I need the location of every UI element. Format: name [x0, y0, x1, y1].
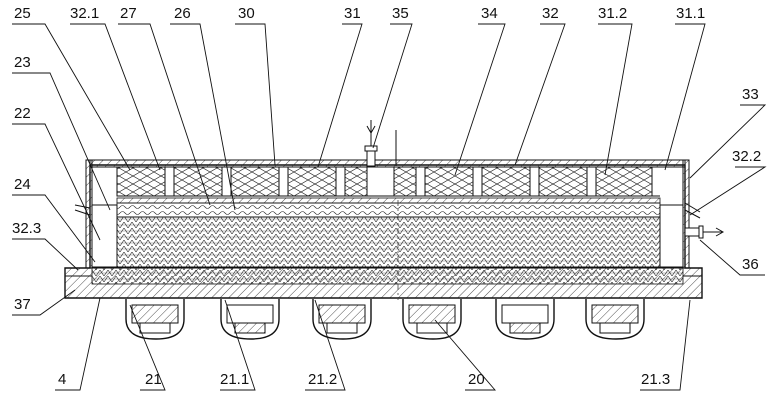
label-31-2: 31.2	[598, 5, 627, 22]
label-21-3: 21.3	[641, 371, 670, 388]
label-36: 36	[742, 256, 759, 273]
label-4: 4	[58, 371, 66, 388]
label-24: 24	[14, 176, 31, 193]
label-32-2: 32.2	[732, 148, 761, 165]
label-21-1: 21.1	[220, 371, 249, 388]
label-21-2: 21.2	[308, 371, 337, 388]
label-26: 26	[174, 5, 191, 22]
label-31: 31	[344, 5, 361, 22]
label-34: 34	[481, 5, 498, 22]
label-32-1: 32.1	[70, 5, 99, 22]
support-modules	[126, 299, 644, 339]
label-35: 35	[392, 5, 409, 22]
label-31-1: 31.1	[676, 5, 705, 22]
label-37: 37	[14, 296, 31, 313]
plate-layer	[117, 198, 660, 217]
base-slab	[65, 268, 702, 298]
outlet-pipe	[685, 226, 723, 238]
label-22: 22	[14, 105, 31, 122]
inlet-pipe	[365, 120, 396, 166]
label-20: 20	[468, 371, 485, 388]
label-23: 23	[14, 54, 31, 71]
label-32: 32	[542, 5, 559, 22]
label-33: 33	[742, 86, 759, 103]
label-21: 21	[145, 371, 162, 388]
label-25: 25	[14, 5, 31, 22]
label-27: 27	[120, 5, 137, 22]
label-32-3: 32.3	[12, 220, 41, 237]
label-30: 30	[238, 5, 255, 22]
